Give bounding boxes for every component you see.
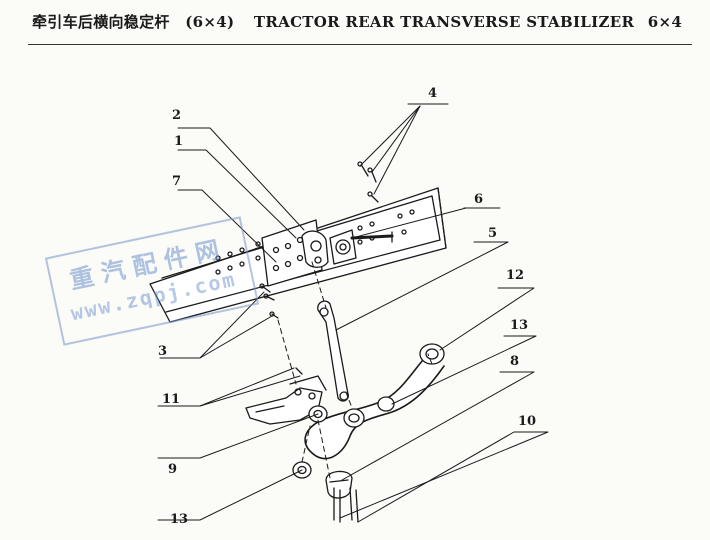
assembly-lines bbox=[277, 261, 433, 479]
callout-7: 7 bbox=[172, 174, 182, 189]
callout-9: 9 bbox=[168, 462, 178, 477]
page-header: 牵引车后横向稳定杆 (6×4) TRACTOR REAR TRANSVERSE … bbox=[0, 0, 710, 56]
callout-1: 1 bbox=[174, 134, 184, 149]
title-chinese-spec: (6×4) bbox=[185, 13, 235, 31]
callout-8: 8 bbox=[510, 354, 520, 369]
callout-4: 4 bbox=[428, 86, 438, 101]
callout-6: 6 bbox=[474, 192, 484, 207]
callout-13-upper: 13 bbox=[510, 318, 529, 333]
title-english: TRACTOR REAR TRANSVERSE STABILIZER bbox=[253, 13, 635, 31]
callout-10: 10 bbox=[518, 414, 537, 429]
stabilizer-bracket bbox=[261, 219, 329, 287]
callout-2: 2 bbox=[172, 108, 182, 123]
callout-5: 5 bbox=[488, 226, 498, 241]
callout-11: 11 bbox=[162, 392, 181, 407]
connecting-link bbox=[317, 300, 349, 402]
diagram-title: 牵引车后横向稳定杆 (6×4) TRACTOR REAR TRANSVERSE … bbox=[32, 11, 682, 32]
bushing-block bbox=[329, 229, 394, 265]
u-bolts bbox=[333, 487, 359, 523]
callout-12: 12 bbox=[506, 268, 525, 283]
callout-13-lower: 13 bbox=[170, 512, 189, 527]
title-chinese: 牵引车后横向稳定杆 bbox=[32, 13, 170, 31]
axle-bracket bbox=[245, 367, 327, 425]
title-english-spec: 6×4 bbox=[647, 13, 683, 31]
stabilizer-bar bbox=[304, 343, 445, 460]
header-rule bbox=[28, 44, 692, 45]
callout-3: 3 bbox=[158, 344, 168, 359]
leader-lines bbox=[157, 103, 549, 523]
